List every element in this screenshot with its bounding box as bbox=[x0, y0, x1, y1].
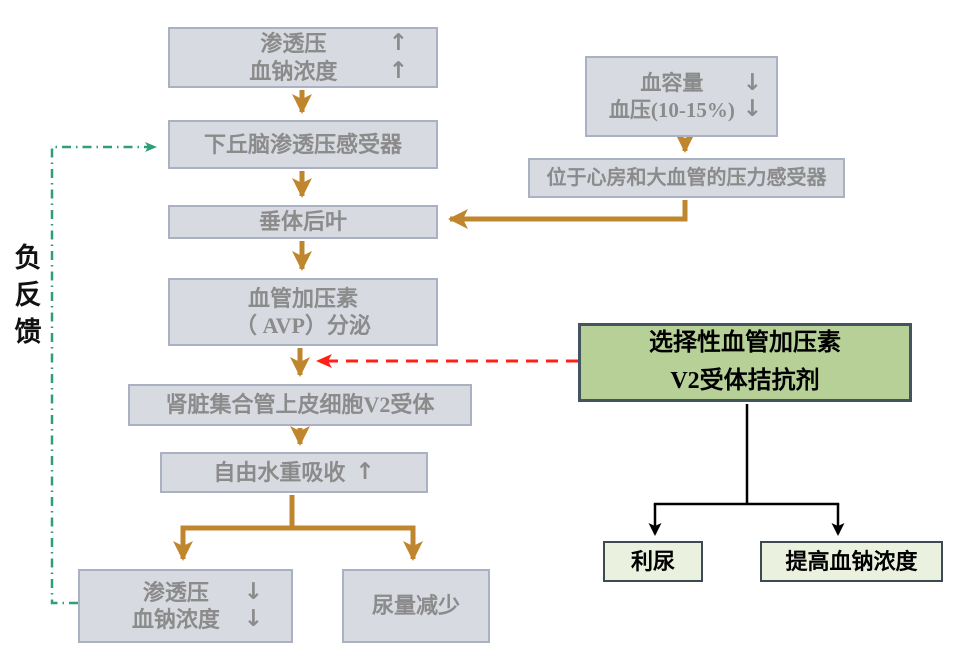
node-hypothalamus-osmoreceptor: 下丘脑渗透压感受器 bbox=[168, 120, 438, 169]
node-reduced-urine-output: 尿量减少 bbox=[342, 569, 490, 643]
node-label: （ AVP）分泌 bbox=[235, 313, 371, 338]
node-label: 血管加压素 bbox=[247, 285, 358, 311]
node-label: 自由水重吸收 bbox=[213, 459, 346, 485]
negative-feedback-char: 馈 bbox=[14, 317, 42, 348]
down-arrow-icon: ↓ bbox=[742, 69, 762, 96]
node-raise-sodium-effect: 提高血钠浓度 bbox=[760, 541, 943, 582]
node-label: 血容量 bbox=[640, 71, 704, 96]
node-label: 血钠浓度 bbox=[131, 607, 220, 632]
node-free-water-reabsorption: 自由水重吸收 ↑ bbox=[160, 452, 428, 493]
node-label: 渗透压 bbox=[260, 31, 327, 56]
node-diuresis-effect: 利尿 bbox=[603, 541, 703, 582]
negative-feedback-char: 反 bbox=[14, 280, 42, 311]
node-v2-antagonist-drug: 选择性血管加压素 V2受体拮抗剂 bbox=[578, 323, 912, 402]
node-label: 下丘脑渗透压感受器 bbox=[203, 131, 402, 157]
node-label: 提高血钠浓度 bbox=[785, 548, 918, 574]
down-arrow-icon: ↓ bbox=[742, 96, 762, 123]
node-label: 利尿 bbox=[630, 548, 675, 574]
node-row: 血钠浓度 ↓ bbox=[80, 606, 291, 634]
node-avp-secretion: 血管加压素 （ AVP）分泌 bbox=[168, 278, 438, 346]
negative-feedback-char: 负 bbox=[14, 243, 42, 273]
node-osmolality-sodium-down: 渗透压 ↓ 血钠浓度 ↓ bbox=[78, 569, 293, 643]
node-label: 血压(10-15%) bbox=[608, 97, 735, 122]
node-blood-volume-pressure-down: 血容量 ↓ 血压(10-15%) ↓ bbox=[585, 56, 778, 137]
negative-feedback-label: 负 反 馈 bbox=[8, 243, 48, 348]
down-arrow-icon: ↓ bbox=[243, 578, 263, 605]
node-label: 尿量减少 bbox=[371, 593, 460, 619]
up-arrow-icon: ↑ bbox=[388, 30, 408, 57]
up-arrow-icon: ↑ bbox=[355, 459, 375, 485]
node-label: 位于心房和大血管的压力感受器 bbox=[546, 166, 827, 189]
node-posterior-pituitary: 垂体后叶 bbox=[168, 205, 438, 239]
node-label: 选择性血管加压素 bbox=[649, 330, 841, 357]
node-label: 血钠浓度 bbox=[249, 58, 338, 84]
node-row: 渗透压 ↓ bbox=[80, 579, 291, 607]
node-row: 血压(10-15%) ↓ bbox=[587, 97, 776, 123]
node-row: 渗透压 ↑ bbox=[170, 30, 436, 58]
down-arrow-icon: ↓ bbox=[243, 606, 263, 633]
node-label: 垂体后叶 bbox=[258, 209, 347, 235]
up-arrow-icon: ↑ bbox=[388, 57, 408, 84]
node-label: V2受体拮抗剂 bbox=[670, 367, 820, 394]
node-osmolality-sodium-up: 渗透压 ↑ 血钠浓度 ↑ bbox=[168, 27, 438, 88]
node-label: 渗透压 bbox=[142, 579, 209, 605]
node-v2-receptor: 肾脏集合管上皮细胞V2受体 bbox=[128, 384, 472, 426]
node-row: 血容量 ↓ bbox=[587, 70, 776, 96]
node-row: 血钠浓度 ↑ bbox=[170, 58, 436, 86]
arrow-baroreceptor-to-pituitary bbox=[448, 200, 688, 229]
node-baroreceptor: 位于心房和大血管的压力感受器 bbox=[528, 158, 845, 198]
negative-feedback-line bbox=[50, 142, 157, 605]
node-label: 肾脏集合管上皮细胞V2受体 bbox=[165, 392, 435, 418]
